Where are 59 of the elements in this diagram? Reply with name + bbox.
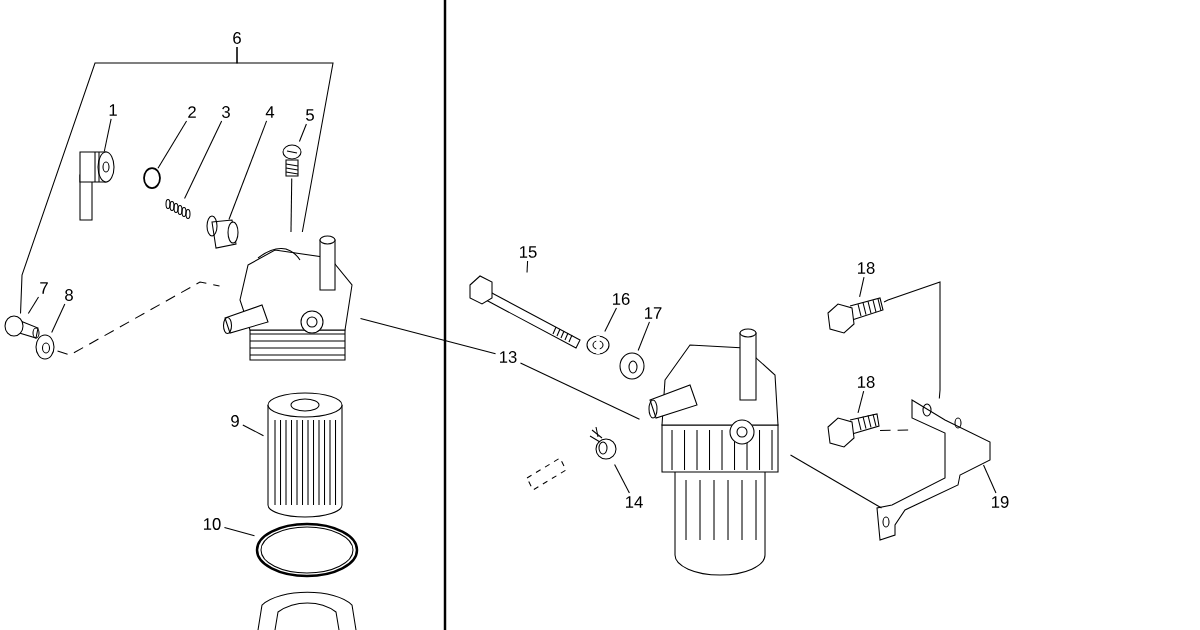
leader-line [184, 120, 223, 199]
callout-number: 7 [40, 282, 48, 294]
leader-line [604, 307, 617, 332]
bolt-drawing [827, 297, 884, 334]
leader-line [859, 276, 865, 298]
callout-number: 1 [109, 104, 117, 116]
washer-drawing [619, 352, 645, 380]
callout-number: 6 [233, 32, 241, 44]
leader-line [51, 303, 66, 333]
o-ring-drawing [143, 167, 161, 189]
spring-drawing [165, 199, 191, 220]
leader-line [637, 321, 650, 351]
callout-number: 18 [858, 376, 875, 388]
hose-clamp-drawing [589, 426, 617, 460]
bolt-drawing [4, 315, 40, 339]
callout-number: 10 [204, 518, 221, 530]
callout-number: 9 [231, 415, 239, 427]
clip-drawing [586, 335, 610, 355]
leader-line [983, 464, 997, 494]
leader-line [614, 464, 630, 494]
callout-number: 8 [65, 289, 73, 301]
callout-number: 4 [265, 106, 275, 118]
leader-line [57, 281, 221, 356]
callout-number: 15 [520, 246, 537, 258]
callout-number: 2 [188, 106, 196, 118]
leader-line [103, 118, 112, 152]
callout-number: 16 [613, 293, 630, 305]
fuel-cock-drawing [222, 235, 353, 361]
callout-number: 18 [858, 262, 875, 274]
leader-line [27, 296, 40, 314]
leader-line [20, 46, 238, 314]
leader-line [223, 526, 255, 537]
callout-number: 19 [992, 496, 1009, 508]
fuel-filter-drawing [648, 328, 779, 576]
filter-element-drawing [267, 392, 343, 518]
leader-line [290, 178, 293, 233]
bracket-drawing [876, 399, 991, 541]
callout-number: 14 [626, 496, 643, 508]
o-ring-drawing [255, 522, 359, 578]
leader-line [857, 390, 865, 414]
lever-drawing [79, 151, 115, 221]
leader-line [242, 424, 264, 437]
plug-drawing [206, 215, 239, 249]
bolt-drawing [827, 413, 880, 448]
leader-line [298, 123, 307, 142]
leader-line [519, 362, 641, 420]
washer-drawing [35, 334, 55, 360]
callout-number: 17 [645, 307, 662, 319]
screw-drawing [282, 144, 302, 177]
leader-line [228, 120, 268, 220]
leader-line [790, 454, 883, 509]
leader-line [157, 120, 188, 169]
leader-line [526, 260, 529, 273]
callout-number: 3 [222, 106, 230, 118]
leader-line [883, 281, 941, 399]
bolt-drawing [469, 275, 581, 349]
callout-number: 13 [500, 351, 517, 363]
callout-number: 5 [306, 109, 314, 121]
leader-line [360, 317, 497, 355]
